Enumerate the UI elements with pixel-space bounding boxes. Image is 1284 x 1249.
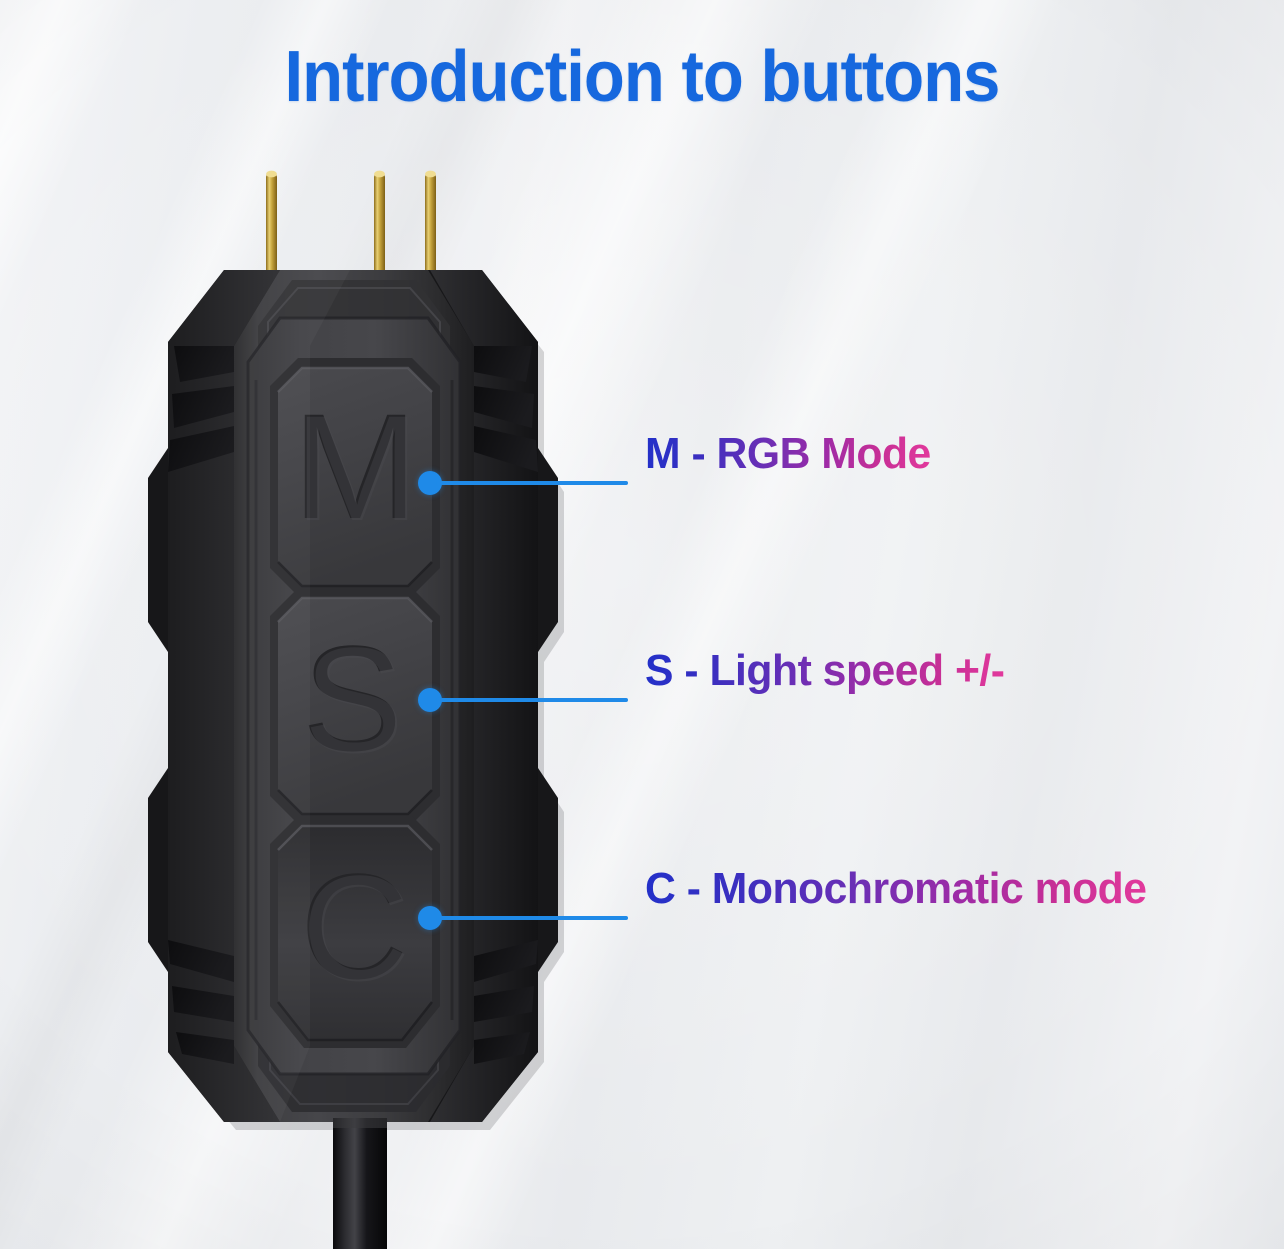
left-vents-bottom: [168, 940, 234, 1064]
callout-label-c: C - Monochromatic mode: [645, 864, 1147, 913]
left-vents-top: [168, 346, 234, 472]
svg-text:M: M: [295, 384, 420, 552]
svg-text:S: S: [304, 616, 404, 784]
button-c-group: C C: [270, 816, 440, 1048]
callout-line-c: [436, 916, 628, 920]
button-s-letter: S: [302, 614, 402, 782]
button-s-group: S S: [270, 588, 440, 824]
callout-line-m: [436, 481, 628, 485]
callout-line-s: [436, 698, 628, 702]
right-vents-top: [474, 346, 538, 472]
left-shoulder: [168, 270, 280, 1122]
svg-text:C: C: [302, 844, 410, 1012]
button-m-group: M M: [270, 358, 440, 596]
button-c-letter: C: [300, 842, 408, 1010]
connector-pins: [266, 170, 436, 280]
right-vents-bottom: [474, 940, 538, 1064]
page-title: Introduction to buttons: [284, 37, 1001, 117]
button-s-cap: [278, 598, 432, 814]
callout-label-m: M - RGB Mode: [645, 429, 931, 478]
button-m-cap: [278, 368, 432, 586]
button-m-letter: M: [293, 382, 418, 550]
callout-label-s: S - Light speed +/-: [645, 646, 1005, 695]
button-c-cap: [278, 826, 432, 1040]
cable: [333, 1118, 387, 1249]
